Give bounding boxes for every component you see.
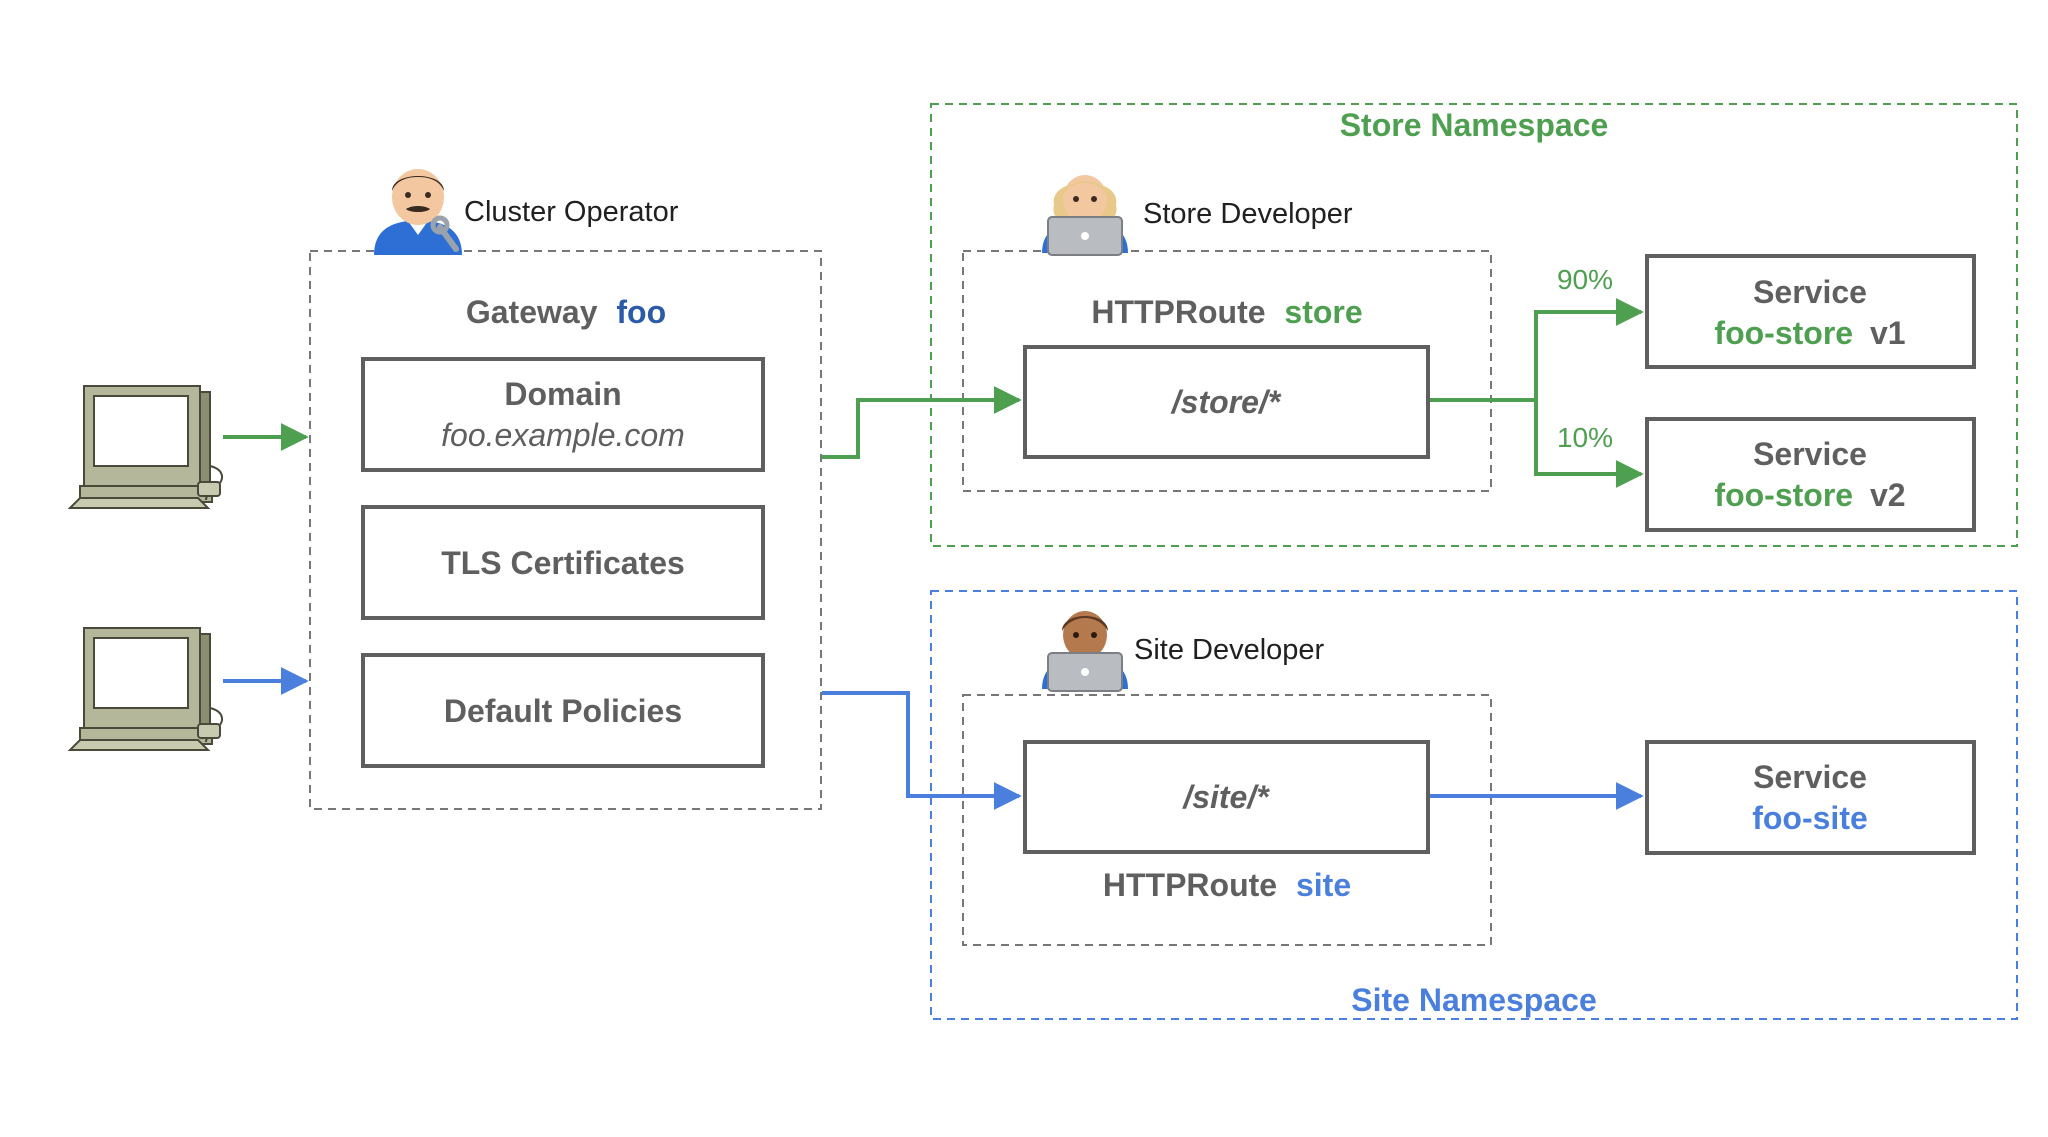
technologist-laptop-icon bbox=[1042, 175, 1128, 256]
store-developer-label: Store Developer bbox=[1143, 198, 1353, 230]
gateway-name: foo bbox=[616, 294, 666, 330]
store-route-to-v1-arrow bbox=[1430, 298, 1644, 402]
store-route-kind: HTTPRoute bbox=[1091, 294, 1265, 330]
site-namespace-box bbox=[930, 590, 2018, 1020]
service-foo-store-v2-box bbox=[1645, 417, 1976, 532]
store-route-to-v2-arrow bbox=[1534, 400, 1644, 488]
site-path-label: /site/* bbox=[1181, 779, 1270, 815]
store-namespace-title: Store Namespace bbox=[1340, 107, 1609, 143]
technologist-laptop-icon bbox=[1042, 611, 1128, 692]
site-developer-label: Site Developer bbox=[1134, 634, 1325, 666]
tls-certificates-box bbox=[361, 505, 765, 620]
service-v1-name: foo-store v1 bbox=[1714, 315, 1905, 351]
gateway-kind: Gateway bbox=[466, 294, 598, 330]
site-route-name: site bbox=[1296, 867, 1351, 903]
service-v2-version: v2 bbox=[1870, 477, 1906, 513]
gateway-title: Gateway foo bbox=[466, 294, 666, 330]
cluster-operator-label: Cluster Operator bbox=[464, 196, 679, 228]
domain-box bbox=[361, 357, 765, 472]
site-namespace-title: Site Namespace bbox=[1351, 982, 1596, 1018]
service-v1-version: v1 bbox=[1870, 315, 1906, 351]
default-policies-label: Default Policies bbox=[444, 693, 682, 729]
gateway-to-site-route-arrow bbox=[822, 691, 1022, 810]
site-route-kind: HTTPRoute bbox=[1103, 867, 1277, 903]
service-site-kind: Service bbox=[1753, 759, 1867, 795]
service-foo-site-box bbox=[1645, 740, 1976, 855]
default-policies-box bbox=[361, 653, 765, 768]
store-route-box bbox=[962, 250, 1492, 492]
site-route-title: HTTPRoute site bbox=[1103, 867, 1351, 903]
split-label-90: 90% bbox=[1557, 264, 1613, 295]
store-route-name: store bbox=[1284, 294, 1362, 330]
service-v1-name-text: foo-store bbox=[1714, 315, 1853, 351]
service-v2-name: foo-store v2 bbox=[1714, 477, 1905, 513]
site-route-box bbox=[962, 694, 1492, 946]
service-v2-kind: Service bbox=[1753, 436, 1867, 472]
store-route-title: HTTPRoute store bbox=[1091, 294, 1362, 330]
store-path-box bbox=[1023, 345, 1430, 459]
desktop-computer-icon bbox=[67, 385, 223, 509]
domain-value: foo.example.com bbox=[441, 417, 685, 453]
service-site-name: foo-site bbox=[1752, 800, 1868, 836]
gateway-box bbox=[309, 250, 822, 810]
tls-certificates-label: TLS Certificates bbox=[441, 545, 685, 581]
store-path-label: /store/* bbox=[1170, 384, 1282, 420]
service-v1-kind: Service bbox=[1753, 274, 1867, 310]
site-path-box bbox=[1023, 740, 1430, 854]
service-v2-name-text: foo-store bbox=[1714, 477, 1853, 513]
desktop-computer-icon bbox=[67, 627, 223, 751]
service-foo-store-v1-box bbox=[1645, 254, 1976, 369]
gateway-to-store-route-arrow bbox=[822, 386, 1022, 459]
mechanic-person-icon bbox=[374, 169, 462, 255]
split-label-10: 10% bbox=[1557, 422, 1613, 453]
domain-label: Domain bbox=[504, 376, 621, 412]
store-namespace-box bbox=[930, 103, 2018, 547]
